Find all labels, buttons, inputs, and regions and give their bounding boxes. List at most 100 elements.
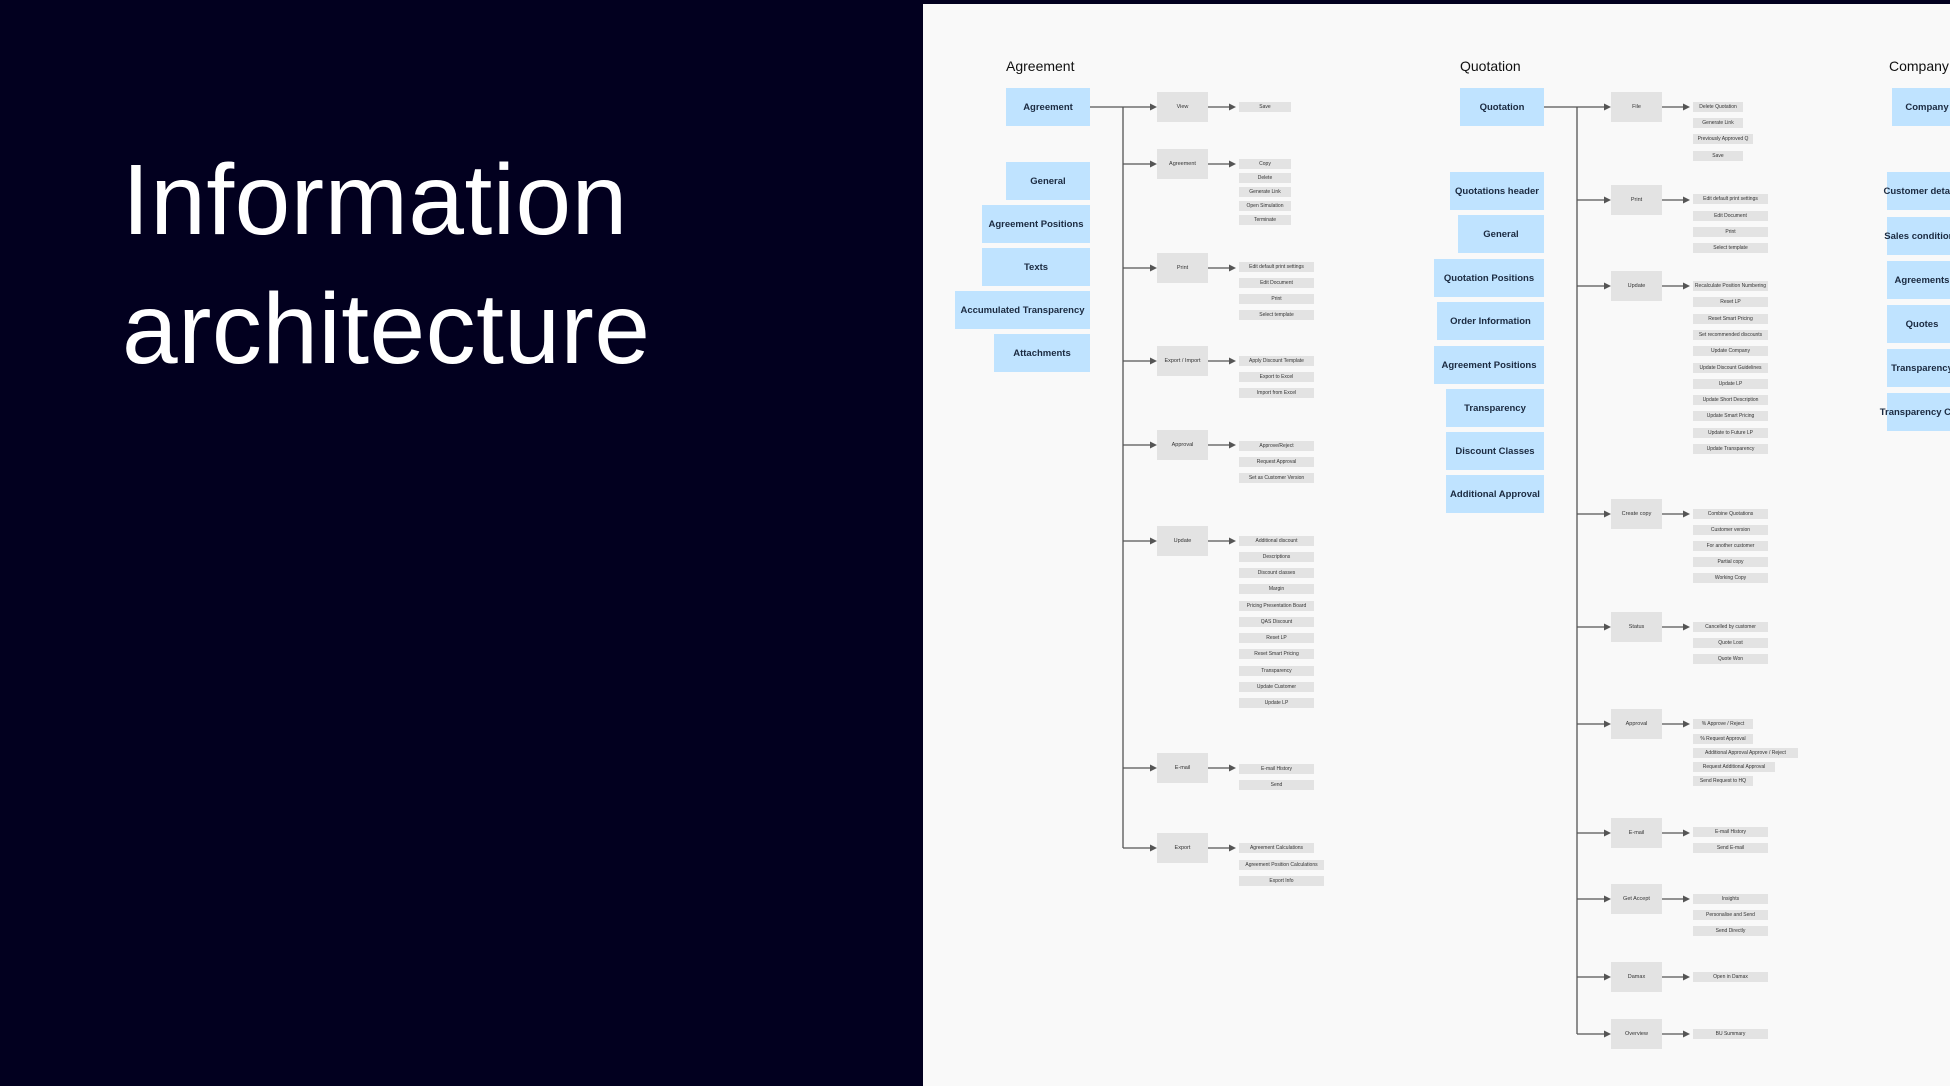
agreement-branch-3-item-0[interactable]: Apply Discount Template: [1239, 356, 1314, 366]
quotation-branch-5-item-4[interactable]: Send Request to HQ: [1693, 776, 1753, 786]
agreement-branch-1-item-1[interactable]: Delete: [1239, 173, 1291, 183]
agreement-branch-3[interactable]: Export / Import: [1157, 346, 1208, 376]
quotation-branch-0-item-3[interactable]: Save: [1693, 151, 1743, 161]
agreement-branch-2-item-0[interactable]: Edit default print settings: [1239, 262, 1314, 272]
agreement-branch-2-item-3[interactable]: Select template: [1239, 310, 1314, 320]
quotation-branch-5-item-3[interactable]: Request Additional Approval: [1693, 762, 1775, 772]
company-section-0[interactable]: Customer details: [1883, 172, 1950, 210]
agreement-branch-5-item-9[interactable]: Update Customer: [1239, 682, 1314, 692]
agreement-branch-6-item-1[interactable]: Send: [1239, 780, 1314, 790]
quotation-branch-1-item-1[interactable]: Edit Document: [1693, 211, 1768, 221]
quotation-branch-2-item-9[interactable]: Update to Future LP: [1693, 428, 1768, 438]
quotation-branch-6-item-0[interactable]: E-mail History: [1693, 827, 1768, 837]
quotation-section-4[interactable]: Agreement Positions: [1434, 346, 1544, 384]
quotation-branch-4-item-2[interactable]: Quote Won: [1693, 654, 1768, 664]
quotation-branch-3-item-1[interactable]: Customer version: [1693, 525, 1768, 535]
agreement-branch-5-item-0[interactable]: Additional discount: [1239, 536, 1314, 546]
quotation-branch-4[interactable]: Status: [1611, 612, 1662, 642]
agreement-branch-5-item-8[interactable]: Transparency: [1239, 666, 1314, 676]
agreement-branch-0[interactable]: View: [1157, 92, 1208, 122]
agreement-branch-1-item-2[interactable]: Generate Link: [1239, 187, 1291, 197]
agreement-branch-5-item-6[interactable]: Reset LP: [1239, 633, 1314, 643]
quotation-branch-0-item-1[interactable]: Generate Link: [1693, 118, 1743, 128]
quotation-branch-2-item-7[interactable]: Update Short Description: [1693, 395, 1768, 405]
agreement-section-3[interactable]: Accumulated Transparency: [955, 291, 1090, 329]
agreement-branch-4-item-1[interactable]: Request Approval: [1239, 457, 1314, 467]
quotation-branch-2-item-6[interactable]: Update LP: [1693, 379, 1768, 389]
quotation-root-node[interactable]: Quotation: [1460, 88, 1544, 126]
quotation-branch-7-item-1[interactable]: Personalise and Send: [1693, 910, 1768, 920]
agreement-branch-1-item-4[interactable]: Terminate: [1239, 215, 1291, 225]
quotation-branch-0[interactable]: File: [1611, 92, 1662, 122]
quotation-branch-7[interactable]: Get Accept: [1611, 884, 1662, 914]
quotation-branch-2-item-10[interactable]: Update Transparency: [1693, 444, 1768, 454]
quotation-branch-2-item-2[interactable]: Reset Smart Pricing: [1693, 314, 1768, 324]
quotation-section-0[interactable]: Quotations header: [1450, 172, 1544, 210]
agreement-branch-1-item-3[interactable]: Open Simulation: [1239, 201, 1291, 211]
agreement-branch-7[interactable]: Export: [1157, 833, 1208, 863]
quotation-branch-7-item-2[interactable]: Send Directly: [1693, 926, 1768, 936]
quotation-section-3[interactable]: Order Information: [1437, 302, 1544, 340]
agreement-branch-2[interactable]: Print: [1157, 253, 1208, 283]
quotation-branch-8[interactable]: Damax: [1611, 962, 1662, 992]
company-section-4[interactable]: Transparency: [1887, 349, 1950, 387]
quotation-branch-2-item-1[interactable]: Reset LP: [1693, 297, 1768, 307]
agreement-section-4[interactable]: Attachments: [994, 334, 1090, 372]
quotation-branch-6-item-1[interactable]: Send E-mail: [1693, 843, 1768, 853]
quotation-branch-6[interactable]: E-mail: [1611, 818, 1662, 848]
quotation-branch-1[interactable]: Print: [1611, 185, 1662, 215]
company-section-1[interactable]: Sales conditions: [1884, 217, 1950, 255]
agreement-branch-6-item-0[interactable]: E-mail History: [1239, 764, 1314, 774]
quotation-branch-3[interactable]: Create copy: [1611, 499, 1662, 529]
agreement-branch-3-item-1[interactable]: Export to Excel: [1239, 372, 1314, 382]
quotation-branch-2-item-0[interactable]: Recalculate Position Numbering: [1693, 281, 1768, 291]
company-section-2[interactable]: Agreements: [1887, 261, 1950, 299]
agreement-root-node[interactable]: Agreement: [1006, 88, 1090, 126]
agreement-branch-7-item-2[interactable]: Export Info: [1239, 876, 1324, 886]
agreement-branch-7-item-1[interactable]: Agreement Position Calculations: [1239, 860, 1324, 870]
agreement-branch-1-item-0[interactable]: Copy: [1239, 159, 1291, 169]
quotation-branch-3-item-4[interactable]: Working Copy: [1693, 573, 1768, 583]
agreement-branch-5-item-2[interactable]: Discount classes: [1239, 568, 1314, 578]
agreement-branch-1[interactable]: Agreement: [1157, 149, 1208, 179]
quotation-branch-3-item-3[interactable]: Partial copy: [1693, 557, 1768, 567]
quotation-branch-0-item-2[interactable]: Previously Approved Q: [1693, 134, 1753, 144]
agreement-branch-5-item-3[interactable]: Margin: [1239, 584, 1314, 594]
agreement-branch-5-item-1[interactable]: Descriptions: [1239, 552, 1314, 562]
quotation-section-7[interactable]: Additional Approval: [1446, 475, 1544, 513]
quotation-section-5[interactable]: Transparency: [1446, 389, 1544, 427]
agreement-branch-5[interactable]: Update: [1157, 526, 1208, 556]
quotation-branch-3-item-2[interactable]: For another customer: [1693, 541, 1768, 551]
company-section-5[interactable]: Transparency Calc: [1880, 393, 1950, 431]
quotation-branch-9[interactable]: Overview: [1611, 1019, 1662, 1049]
quotation-branch-4-item-1[interactable]: Quote Lost: [1693, 638, 1768, 648]
agreement-branch-0-item-0[interactable]: Save: [1239, 102, 1291, 112]
quotation-section-1[interactable]: General: [1458, 215, 1544, 253]
agreement-section-1[interactable]: Agreement Positions: [982, 205, 1090, 243]
agreement-branch-4[interactable]: Approval: [1157, 430, 1208, 460]
agreement-section-0[interactable]: General: [1006, 162, 1090, 200]
agreement-section-2[interactable]: Texts: [982, 248, 1090, 286]
quotation-branch-5-item-1[interactable]: % Request Approval: [1693, 734, 1753, 744]
agreement-branch-7-item-0[interactable]: Agreement Calculations: [1239, 843, 1314, 853]
agreement-branch-2-item-1[interactable]: Edit Document: [1239, 278, 1314, 288]
quotation-branch-0-item-0[interactable]: Delete Quotation: [1693, 102, 1743, 112]
agreement-branch-6[interactable]: E-mail: [1157, 753, 1208, 783]
agreement-branch-4-item-2[interactable]: Set as Customer Version: [1239, 473, 1314, 483]
quotation-branch-8-item-0[interactable]: Open in Damax: [1693, 972, 1768, 982]
quotation-branch-5-item-2[interactable]: Additional Approval Approve / Reject: [1693, 748, 1798, 758]
quotation-branch-2-item-3[interactable]: Set recommended discounts: [1693, 330, 1768, 340]
quotation-branch-1-item-2[interactable]: Print: [1693, 227, 1768, 237]
quotation-branch-4-item-0[interactable]: Cancelled by customer: [1693, 622, 1768, 632]
agreement-branch-5-item-5[interactable]: QAS Discount: [1239, 617, 1314, 627]
agreement-branch-4-item-0[interactable]: Approve/Reject: [1239, 441, 1314, 451]
agreement-branch-5-item-7[interactable]: Reset Smart Pricing: [1239, 649, 1314, 659]
quotation-branch-5[interactable]: Approval: [1611, 709, 1662, 739]
quotation-branch-2-item-5[interactable]: Update Discount Guidelines: [1693, 363, 1768, 373]
agreement-branch-5-item-10[interactable]: Update LP: [1239, 698, 1314, 708]
quotation-branch-2-item-8[interactable]: Update Smart Pricing: [1693, 411, 1768, 421]
agreement-branch-2-item-2[interactable]: Print: [1239, 294, 1314, 304]
quotation-branch-5-item-0[interactable]: % Approve / Reject: [1693, 719, 1753, 729]
agreement-branch-5-item-4[interactable]: Pricing Presentation Board: [1239, 601, 1314, 611]
quotation-section-2[interactable]: Quotation Positions: [1434, 259, 1544, 297]
